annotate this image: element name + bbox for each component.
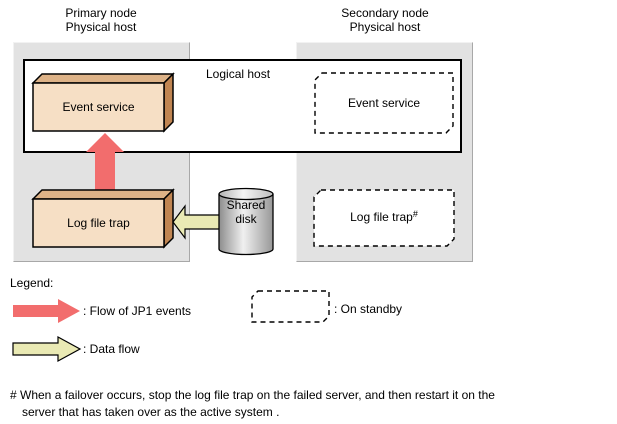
primary-node-line1: Primary node [65,6,137,20]
logical-host-label: Logical host [206,67,271,81]
event-service-active-box [31,72,175,133]
secondary-node-title: Secondary node Physical host [322,6,448,34]
legend-red-arrow-icon [13,299,80,323]
log-file-trap-standby-label: Log file trap# [314,209,454,225]
shared-disk-cylinder [218,187,274,256]
footnote-line1: # When a failover occurs, stop the log f… [10,388,495,402]
data-flow-left-arrow [172,204,222,240]
legend-standby-label: : On standby [334,302,403,316]
event-service-active-label: Event service [62,100,135,114]
legend-title: Legend: [10,276,54,290]
shared-disk-label: Shared disk [219,198,273,226]
event-service-box-top [31,73,175,84]
footnote-marker: # [412,209,418,219]
legend-yellow-arrow-icon [12,335,82,363]
event-service-box-front [32,82,165,132]
secondary-node-line2: Physical host [349,20,421,34]
log-file-trap-active-label: Log file trap [67,216,130,230]
event-service-standby-label: Event service [347,96,421,110]
log-file-trap-active-box [31,188,175,249]
legend-data-flow-label: : Data flow [83,342,140,356]
jp1-event-flow-up-arrow [86,133,124,191]
log-file-trap-box-side [163,188,174,249]
shared-disk-lid [218,187,274,201]
primary-node-title: Primary node Physical host [38,6,164,34]
log-file-trap-standby-text: Log file trap [350,210,413,224]
event-service-standby-box [314,72,454,134]
event-service-box-side [163,72,174,133]
footnote-line2: server that has taken over as the active… [22,405,280,419]
legend-standby-box-icon [251,290,330,323]
primary-node-line2: Physical host [65,20,137,34]
shared-disk-body [218,194,274,256]
secondary-node-line1: Secondary node [341,6,429,20]
log-file-trap-standby-box [313,189,455,247]
shared-disk-line2: disk [235,212,257,226]
legend-flow-jp1-label: : Flow of JP1 events [83,304,192,318]
shared-disk-line1: Shared [226,198,266,212]
log-file-trap-box-top [31,189,175,200]
log-file-trap-box-front [32,198,165,248]
